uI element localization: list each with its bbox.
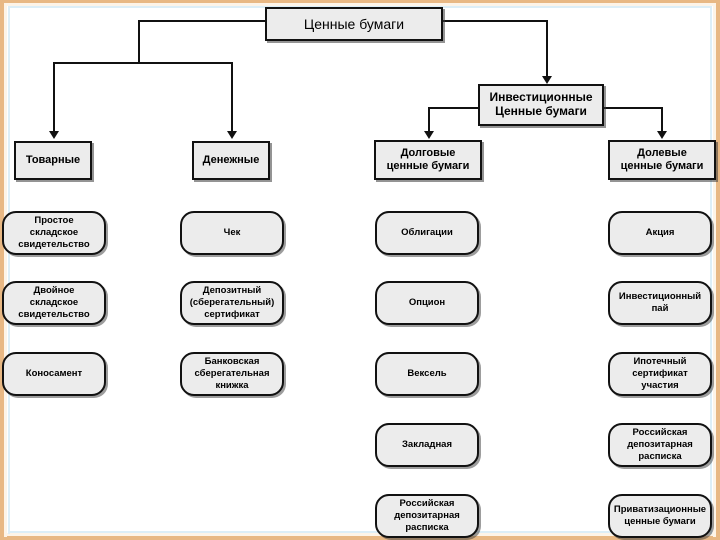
node-investment-label-line1: Инвестиционные <box>489 90 593 105</box>
leaf-node-label-line: (сберегательный) <box>189 297 275 309</box>
connector-investment-left-horizontal <box>428 107 478 109</box>
leaf-node-label-line: Ипотечный <box>633 356 687 368</box>
leaf-node-label-line: Банковская <box>204 356 260 368</box>
leaf-node[interactable]: Коносамент <box>2 352 106 396</box>
node-category-dolevye[interactable]: Долевые ценные бумаги <box>608 140 716 180</box>
slide-frame-inner-left <box>4 3 7 537</box>
leaf-node-label-line: расписка <box>638 450 682 462</box>
arrow-dolevye <box>657 131 667 139</box>
connector-dolgovye-drop <box>428 107 430 132</box>
leaf-node[interactable]: Опцион <box>375 281 479 325</box>
slide-frame-inner-right <box>713 3 716 537</box>
leaf-node-label-line: сберегательная <box>194 368 270 380</box>
leaf-node-label-line: Депозитный <box>202 285 262 297</box>
arrow-denezhnye <box>227 131 237 139</box>
arrow-dolgovye <box>424 131 434 139</box>
leaf-node-label-line: сертификат <box>204 308 260 320</box>
node-investment-label-line2: Ценные бумаги <box>495 104 587 118</box>
node-investment[interactable]: Инвестиционные Ценные бумаги <box>478 84 604 126</box>
slide-frame-inner-bottom <box>4 533 716 536</box>
leaf-node-label-line: депозитарная <box>394 510 460 522</box>
leaf-node-label-line: Чек <box>223 227 241 239</box>
leaf-node-label-line: Коносамент <box>25 368 83 380</box>
leaf-node-label-line: депозитарная <box>627 439 693 451</box>
slide-frame-accent-left <box>8 6 10 534</box>
leaf-node[interactable]: Вексель <box>375 352 479 396</box>
leaf-node-label-line: складское <box>29 297 79 309</box>
leaf-node-label-line: Вексель <box>407 368 447 380</box>
node-category-tovarnye-line1: Товарные <box>25 154 81 167</box>
connector-root-right-vertical <box>546 20 548 78</box>
leaf-node-label-line: Простое <box>34 215 74 227</box>
connector-left-split-bar <box>53 62 233 64</box>
leaf-node-label-line: книжка <box>215 379 249 391</box>
connector-dolevye-drop <box>661 107 663 132</box>
leaf-node[interactable]: Акция <box>608 211 712 255</box>
node-category-tovarnye[interactable]: Товарные <box>14 141 92 180</box>
leaf-node[interactable]: Закладная <box>375 423 479 467</box>
slide-frame-inner-top <box>4 3 716 6</box>
leaf-node-label-line: Российская <box>399 498 455 510</box>
node-category-dolgovye-line2: ценные бумаги <box>386 160 470 172</box>
node-category-dolevye-line1: Долевые <box>637 147 687 160</box>
leaf-node[interactable]: Облигации <box>375 211 479 255</box>
leaf-node[interactable]: Депозитный(сберегательный)сертификат <box>180 281 284 325</box>
slide-frame-right <box>716 0 720 540</box>
leaf-node[interactable]: Чек <box>180 211 284 255</box>
leaf-node-label-line: участия <box>641 379 679 391</box>
leaf-node-label-line: сертификат <box>632 368 688 380</box>
leaf-node-label-line: Опцион <box>408 297 446 309</box>
node-category-dolgovye[interactable]: Долговые ценные бумаги <box>374 140 482 180</box>
arrow-tovarnye <box>49 131 59 139</box>
slide-frame-left <box>0 0 4 540</box>
node-category-dolgovye-line1: Долговые <box>400 147 456 160</box>
connector-tovarnye-drop <box>53 62 55 132</box>
node-category-denezhnye[interactable]: Денежные <box>192 141 270 180</box>
node-category-dolevye-line2: ценные бумаги <box>620 160 704 172</box>
node-category-denezhnye-line1: Денежные <box>202 154 260 167</box>
leaf-node-label-line: Закладная <box>401 439 453 451</box>
leaf-node-label-line: Акция <box>645 227 675 239</box>
leaf-node-label-line: расписка <box>405 521 449 533</box>
connector-root-left-vertical <box>138 20 140 64</box>
connector-investment-right-horizontal <box>603 107 663 109</box>
connector-root-right-horizontal <box>443 20 548 22</box>
connector-denezhnye-drop <box>231 62 233 132</box>
node-root-label: Ценные бумаги <box>303 15 405 32</box>
leaf-node-label-line: Приватизационные <box>613 504 707 516</box>
leaf-node-label-line: свидетельство <box>18 238 90 250</box>
connector-root-left-horizontal <box>138 20 266 22</box>
arrow-investment <box>542 76 552 84</box>
leaf-node-label-line: ценные бумаги <box>624 516 696 527</box>
slide-frame-bottom <box>0 536 720 540</box>
node-root[interactable]: Ценные бумаги <box>265 7 443 41</box>
leaf-node-label-line: Двойное <box>33 285 75 297</box>
leaf-node-label-line: Облигации <box>401 227 453 239</box>
leaf-node-label-line: складское <box>29 227 79 239</box>
leaf-node-label-line: Российская <box>632 427 688 439</box>
leaf-node-label-line: Инвестиционный <box>618 291 702 303</box>
leaf-node-label-line: пай <box>651 303 669 314</box>
slide-frame-accent-bottom <box>8 531 712 533</box>
leaf-node-label-line: свидетельство <box>18 308 90 320</box>
slide-frame-top <box>0 0 720 3</box>
slide-frame-accent-right <box>710 6 712 534</box>
